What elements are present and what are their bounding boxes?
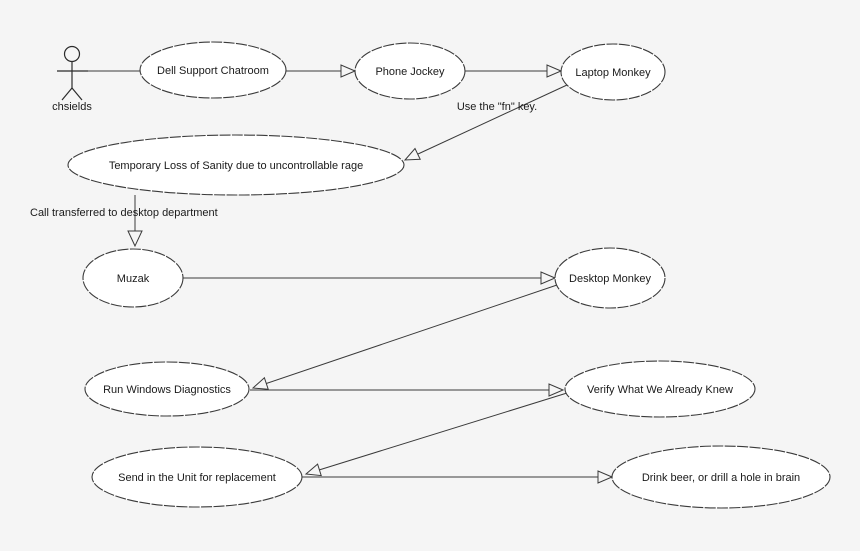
usecase-verify-what-we-already-knew: Verify What We Already Knew [564, 360, 756, 418]
usecase-ellipse [560, 43, 666, 101]
usecase-drink-beer-or-drill-hole: Drink beer, or drill a hole in brain [611, 445, 831, 509]
open-arrowhead-icon [251, 376, 269, 390]
usecase-dell-support-chatroom: Dell Support Chatroom [139, 41, 287, 99]
open-arrowhead-icon [548, 383, 565, 397]
edge-send-to-drink-beer [302, 470, 614, 484]
edge-desktop-to-run-windows-diagnostics [251, 284, 558, 390]
edge-phone-to-laptop-monkey [465, 64, 563, 78]
open-arrowhead-icon [546, 64, 563, 78]
usecase-label: Desktop Monkey [569, 273, 651, 285]
edge-sanity-to-muzak [127, 195, 143, 248]
usecase-label: Laptop Monkey [575, 67, 651, 79]
edge-rundiag-to-verify [250, 383, 565, 397]
actor-head [63, 45, 81, 63]
edge-line [319, 392, 568, 471]
usecase-laptop-monkey: Laptop Monkey [560, 43, 666, 101]
usecase-phone-jockey: Phone Jockey [354, 42, 466, 100]
edge-verify-to-send-unit [304, 392, 568, 477]
usecase-label: Send in the Unit for replacement [118, 472, 276, 484]
usecase-send-unit-for-replacement: Send in the Unit for replacement [91, 446, 303, 508]
usecase-label: Muzak [117, 273, 150, 285]
open-arrowhead-icon [340, 64, 357, 78]
edge-label-use-fn-key: Use the "fn" key. [457, 101, 537, 113]
actor-left-leg [61, 87, 73, 101]
open-arrowhead-icon [540, 271, 557, 285]
usecase-label: Drink beer, or drill a hole in brain [642, 472, 800, 484]
usecase-ellipse [554, 247, 666, 309]
open-arrowhead-icon [403, 147, 421, 161]
usecase-muzak: Muzak [82, 248, 184, 308]
edge-label-call-transferred: Call transferred to desktop department [30, 207, 218, 219]
edge-muzak-to-desktop-monkey [183, 271, 557, 285]
usecase-ellipse [82, 248, 184, 308]
actor-right-leg [71, 87, 83, 101]
edge-line [266, 284, 558, 384]
usecase-desktop-monkey: Desktop Monkey [554, 247, 666, 309]
actor-chsields: chsields [52, 45, 92, 113]
usecase-ellipse [611, 445, 831, 509]
usecase-ellipse [91, 446, 303, 508]
usecase-ellipse [67, 134, 405, 196]
usecase-ellipse [84, 361, 250, 417]
open-arrowhead-icon [304, 463, 322, 477]
actor-label: chsields [52, 101, 92, 113]
edge-laptop-to-sanity [403, 84, 568, 161]
edge-line [417, 84, 568, 155]
usecase-label: Phone Jockey [375, 66, 445, 78]
usecase-ellipse [139, 41, 287, 99]
usecase-label: Run Windows Diagnostics [103, 384, 231, 396]
usecase-label: Temporary Loss of Sanity due to uncontro… [109, 160, 363, 172]
usecase-ellipse [354, 42, 466, 100]
open-arrowhead-icon [127, 230, 143, 248]
edge-dell-to-phone-jockey [286, 64, 357, 78]
usecase-run-windows-diagnostics: Run Windows Diagnostics [84, 361, 250, 417]
usecase-ellipse [564, 360, 756, 418]
usecase-temporary-loss-of-sanity: Temporary Loss of Sanity due to uncontro… [67, 134, 405, 196]
open-arrowhead-icon [597, 470, 614, 484]
usecase-label: Dell Support Chatroom [157, 65, 269, 77]
usecase-label: Verify What We Already Knew [587, 384, 733, 396]
